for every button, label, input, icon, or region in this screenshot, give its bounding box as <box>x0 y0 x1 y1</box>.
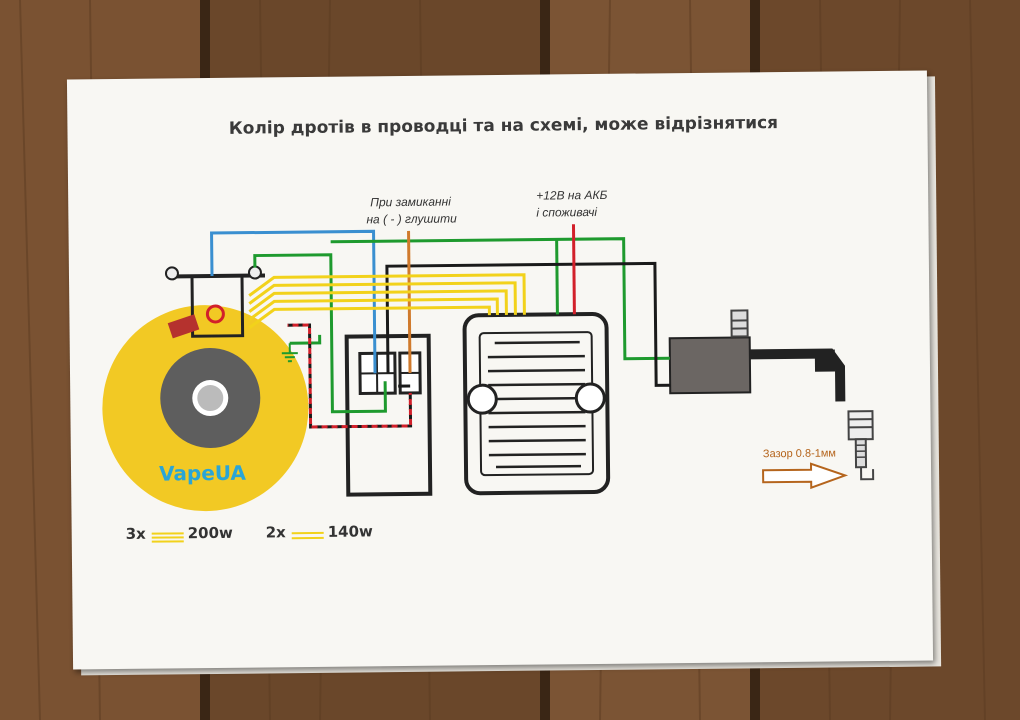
wiring-harness <box>210 224 671 429</box>
gap-arrow: Зазор 0.8-1мм <box>762 447 849 490</box>
pickup-sensor <box>164 265 266 339</box>
kill-note-line2: на ( - ) глушити <box>366 211 457 226</box>
wire-red <box>571 224 576 315</box>
legend-item-1-swatch <box>151 532 184 543</box>
ground-symbol <box>281 343 298 363</box>
wire-green-cdi <box>555 239 559 315</box>
wire-green-ground <box>253 253 387 414</box>
power-note-line1: +12В на АКБ <box>536 188 608 203</box>
ignition-coil <box>668 309 846 402</box>
wire-yellow-2 <box>248 281 517 315</box>
wire-black <box>385 261 671 387</box>
power-note-line2: і споживачі <box>536 205 597 220</box>
legend-item-2-power: 140w <box>328 522 373 540</box>
cdi-module <box>462 312 611 496</box>
wire-red-black-b <box>287 323 413 429</box>
wire-yellow-4 <box>248 297 499 321</box>
legend-item-2-swatch <box>291 531 324 540</box>
wire-green-coil <box>330 237 670 361</box>
diagram-title: Колір дротів в проводці та на схемі, мож… <box>229 113 778 139</box>
gap-label: Зазор 0.8-1мм <box>763 447 836 460</box>
legend-item-1-power: 200w <box>188 524 233 542</box>
wire-green-gnd <box>289 334 322 345</box>
wire-yellow-1 <box>248 273 526 315</box>
kill-note-line1: При замиканні <box>370 195 451 210</box>
legend: 3x 200w 2x 140w <box>126 522 373 543</box>
legend-item-2-multiplier: 2x <box>266 523 287 541</box>
wiring-diagram: Колір дротів в проводці та на схемі, мож… <box>102 113 875 543</box>
spark-plug <box>847 410 875 481</box>
wire-yellow-3 <box>248 289 508 315</box>
brand-label: VapeUA <box>159 461 247 486</box>
printed-card: Колір дротів в проводці та на схемі, мож… <box>66 70 942 676</box>
wire-blue <box>210 229 377 374</box>
legend-item-1-multiplier: 3x <box>126 525 147 543</box>
wire-yellow-5 <box>248 305 491 329</box>
stator-disc: VapeUA <box>102 305 309 512</box>
wire-orange <box>407 230 412 373</box>
